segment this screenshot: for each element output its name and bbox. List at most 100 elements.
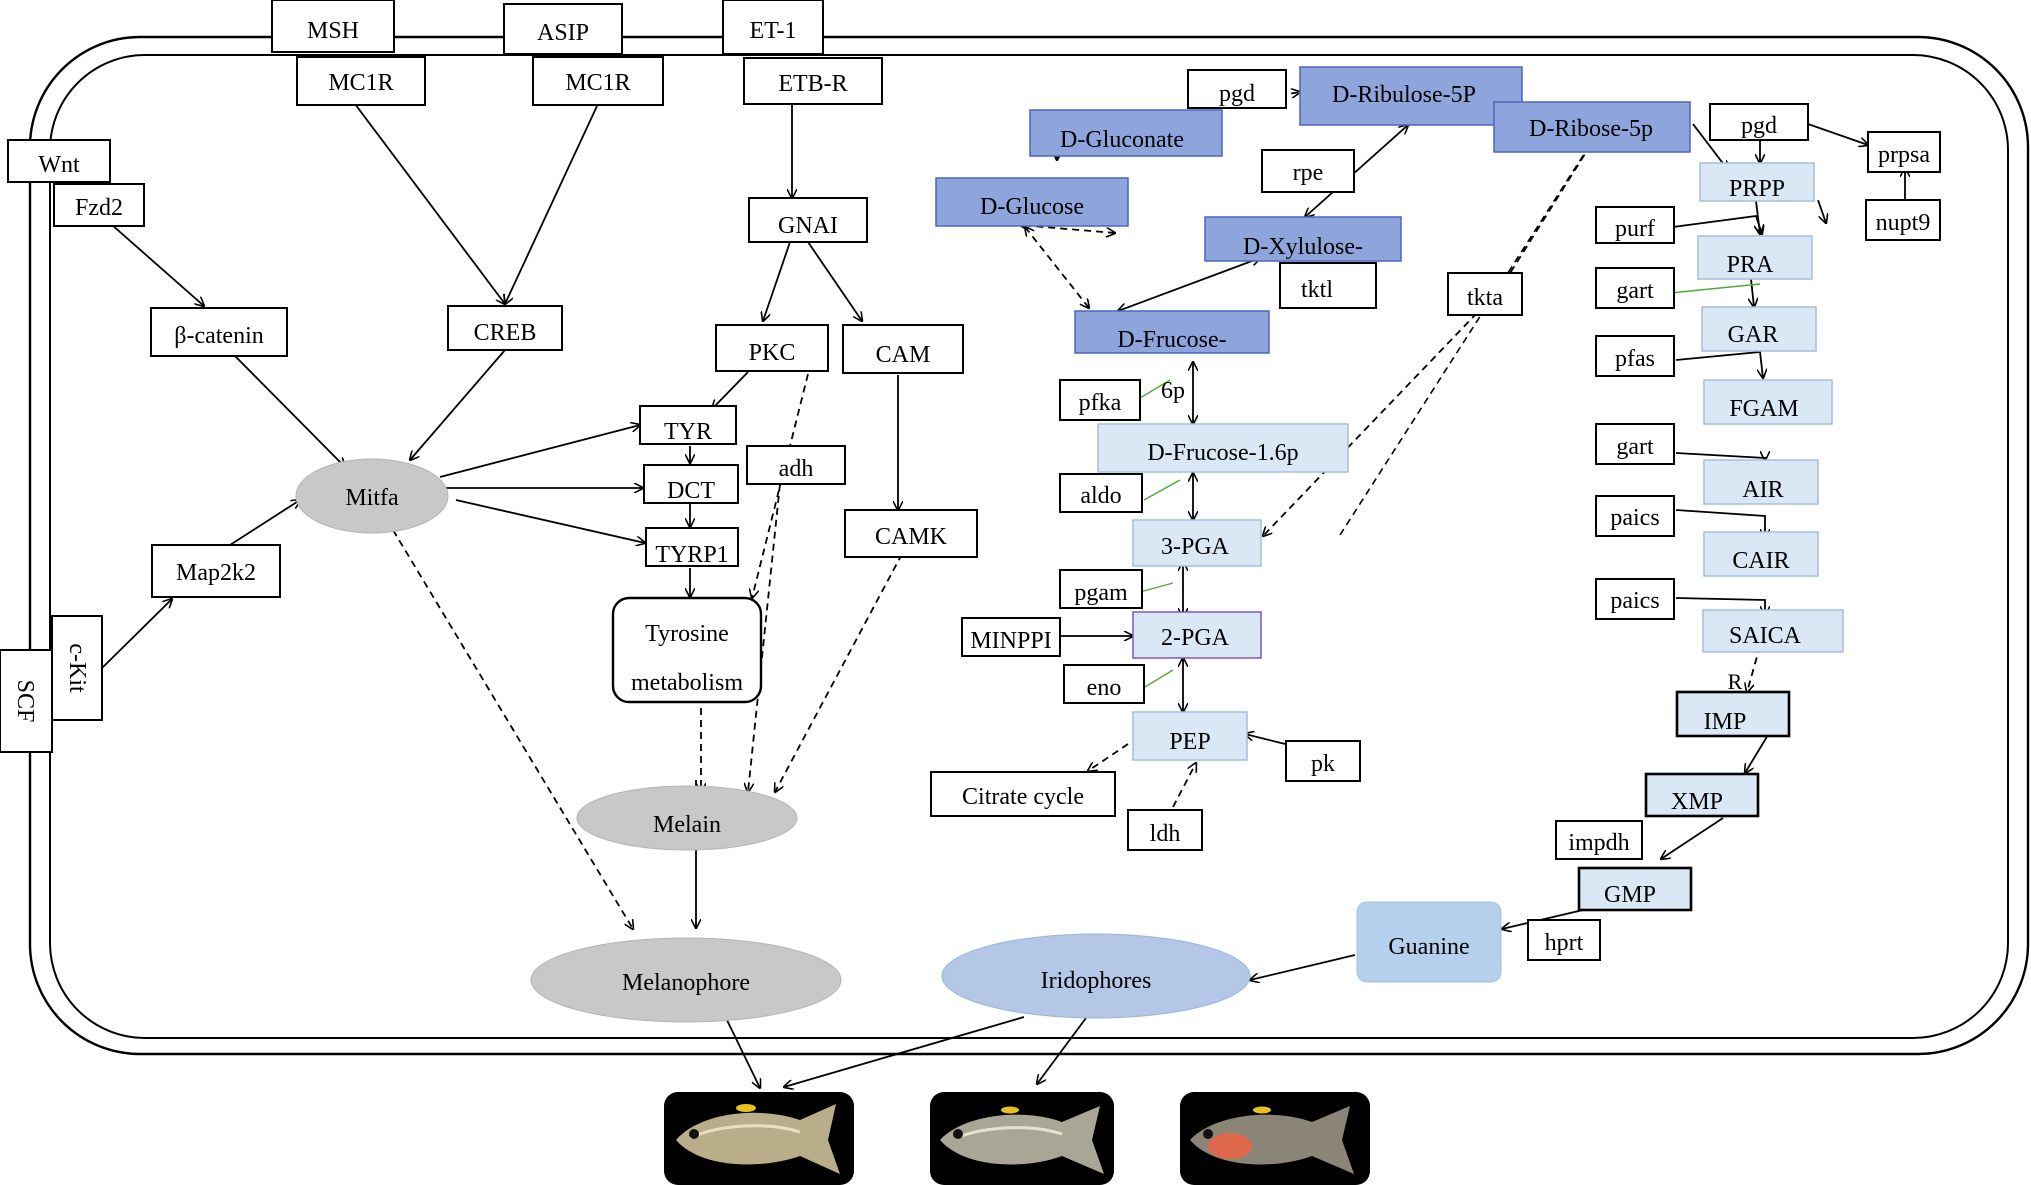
node-camk: CAMK <box>844 509 978 558</box>
svg-text:Mitfa: Mitfa <box>345 485 399 511</box>
fish-panels <box>664 1092 1370 1185</box>
node-d-ribose-5p: D-Ribose-5p <box>1493 101 1691 153</box>
node-prpp: PRPP <box>1699 162 1815 202</box>
node-tyrp1: TYRP1 <box>645 527 739 568</box>
node-minppi: MINPPI <box>961 617 1061 657</box>
node-gmp: GMP <box>1577 866 1693 912</box>
node-paics-b: paics <box>1595 578 1675 620</box>
svg-text:metabolism: metabolism <box>631 670 743 696</box>
svg-text:gart: gart <box>1616 278 1654 304</box>
svg-text:CAMK: CAMK <box>875 524 948 550</box>
svg-text:paics: paics <box>1610 588 1659 614</box>
svg-text:pgd: pgd <box>1219 81 1255 107</box>
node-tkta: tkta <box>1447 272 1523 316</box>
svg-text:c-Kit: c-Kit <box>64 643 90 693</box>
node-melanophore: Melanophore <box>530 937 842 1023</box>
svg-text:D-Gluconate: D-Gluconate <box>1060 127 1184 153</box>
svg-text:D-Glucose: D-Glucose <box>980 194 1084 220</box>
node-et1: ET-1 <box>722 0 824 55</box>
node-dct: DCT <box>643 464 739 504</box>
svg-text:aldo: aldo <box>1080 483 1121 509</box>
svg-text:DCT: DCT <box>667 478 715 504</box>
node-pfka: pfka <box>1059 379 1141 421</box>
svg-text:ldh: ldh <box>1150 821 1181 847</box>
node-rpe: rpe <box>1261 149 1355 193</box>
node-impdh: impdh <box>1555 820 1643 860</box>
node-hprt: hprt <box>1527 919 1601 961</box>
node-ckit: c-Kit <box>51 615 103 721</box>
svg-text:Melain: Melain <box>653 812 721 838</box>
svg-text:ETB-R: ETB-R <box>778 71 847 97</box>
node-asip: ASIP <box>503 3 623 55</box>
node-pgd-a: pgd <box>1187 69 1287 109</box>
node-adh: adh <box>746 445 846 485</box>
node-wnt: Wnt <box>7 139 111 183</box>
svg-text:prpsa: prpsa <box>1878 142 1930 168</box>
svg-text:AIR: AIR <box>1742 477 1783 503</box>
node-pfas: pfas <box>1595 335 1675 377</box>
node-ldh: ldh <box>1127 809 1203 851</box>
svg-text:XMP: XMP <box>1671 789 1723 815</box>
svg-text:Guanine: Guanine <box>1388 934 1469 960</box>
node-msh: MSH <box>271 0 395 53</box>
svg-text:purf: purf <box>1615 216 1655 242</box>
node-fgam: FGAM <box>1703 379 1833 425</box>
svg-text:Tyrosine: Tyrosine <box>645 621 729 647</box>
node-d-glucose: D-Glucose <box>935 177 1129 227</box>
node-cair: CAIR <box>1703 531 1819 577</box>
node-imp: IMP <box>1675 690 1791 738</box>
svg-text:PRPP: PRPP <box>1729 176 1785 202</box>
svg-text:PKC: PKC <box>749 340 796 366</box>
svg-text:nupt9: nupt9 <box>1876 210 1931 236</box>
node-creb: CREB <box>447 305 563 351</box>
svg-text:pk: pk <box>1311 751 1335 777</box>
node-paics-a: paics <box>1595 495 1675 537</box>
svg-text:TYRP1: TYRP1 <box>655 542 728 568</box>
svg-text:MC1R: MC1R <box>328 70 393 96</box>
svg-text:adh: adh <box>779 456 814 482</box>
node-d-gluconate: D-Gluconate <box>1029 109 1223 157</box>
node-xmp: XMP <box>1644 772 1760 818</box>
node-prpsa: prpsa <box>1867 131 1941 173</box>
node-aldo: aldo <box>1059 473 1143 513</box>
svg-text:β-catenin: β-catenin <box>174 323 264 349</box>
fish-image-3 <box>1180 1092 1370 1185</box>
node-d-ribulose-5p: D-Ribulose-5P <box>1299 66 1523 126</box>
svg-text:D-Xylulose-: D-Xylulose- <box>1243 234 1363 260</box>
svg-text:SCF: SCF <box>12 680 38 723</box>
node-eno: eno <box>1063 664 1145 704</box>
node-d-frucose: D-Frucose- <box>1074 310 1270 354</box>
node-tyr: TYR <box>639 405 737 445</box>
svg-text:FGAM: FGAM <box>1729 396 1798 422</box>
svg-text:tktl: tktl <box>1301 277 1333 303</box>
node-scf: SCF <box>0 649 53 753</box>
node-nupt9: nupt9 <box>1865 199 1941 241</box>
svg-text:MINPPI: MINPPI <box>970 628 1051 654</box>
svg-text:hprt: hprt <box>1545 930 1584 956</box>
node-melain: Melain <box>576 785 798 851</box>
svg-text:2-PGA: 2-PGA <box>1161 625 1230 651</box>
svg-text:Fzd2: Fzd2 <box>75 195 123 221</box>
node-pk: pk <box>1285 740 1361 782</box>
svg-text:PEP: PEP <box>1169 729 1210 755</box>
node-citrate-cycle: Citrate cycle <box>930 771 1116 817</box>
svg-text:ET-1: ET-1 <box>749 18 796 44</box>
svg-text:ASIP: ASIP <box>537 20 589 46</box>
node-tyrosine-metabolism: Tyrosine metabolism <box>611 596 763 704</box>
svg-text:tkta: tkta <box>1467 285 1503 311</box>
node-d-xylulose: D-Xylulose- <box>1204 216 1402 262</box>
svg-text:pgd: pgd <box>1741 113 1777 139</box>
node-air: AIR <box>1703 459 1819 505</box>
svg-text:pfas: pfas <box>1615 346 1655 372</box>
node-3-pga: 3-PGA <box>1132 519 1262 567</box>
svg-text:impdh: impdh <box>1568 830 1629 856</box>
label-r: R <box>1728 669 1743 694</box>
node-2-pga: 2-PGA <box>1132 611 1262 659</box>
svg-text:GNAI: GNAI <box>778 213 838 239</box>
node-saica: SAICA <box>1702 609 1844 653</box>
svg-text:D-Ribulose-5P: D-Ribulose-5P <box>1332 82 1476 108</box>
node-gart-b: gart <box>1595 423 1675 465</box>
fish-image-2 <box>930 1092 1114 1185</box>
pathway-edges <box>99 92 1905 1088</box>
